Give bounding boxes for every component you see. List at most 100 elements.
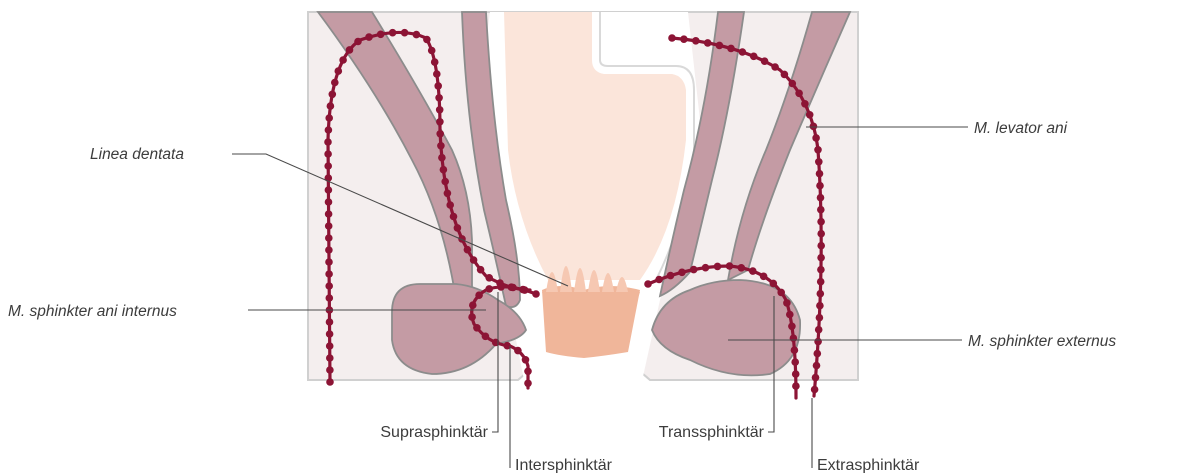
fistula-bead [436, 130, 444, 138]
fistula-bead [469, 301, 477, 309]
fistula-bead [339, 56, 347, 64]
fistula-bead [389, 29, 397, 37]
fistula-bead [446, 201, 454, 209]
fistula-bead [413, 31, 421, 39]
fistula-bead [482, 333, 490, 341]
fistula-bead [792, 370, 800, 378]
fistula-bead [816, 314, 824, 322]
fistula-bead [325, 282, 333, 290]
fistula-bead [454, 224, 462, 232]
fistula-bead [365, 33, 373, 41]
fistula-bead [326, 354, 334, 362]
fistula-bead [324, 162, 332, 170]
fistula-bead [329, 91, 337, 99]
fistula-bead [325, 258, 333, 266]
fistula-bead [714, 263, 722, 271]
fistula-bead [325, 222, 333, 230]
fistula-bead [817, 218, 825, 226]
fistula-bead [325, 114, 333, 122]
fistula-bead [324, 150, 332, 158]
fistula-bead [423, 36, 431, 44]
fistula-bead [435, 94, 443, 102]
fistula-bead [434, 82, 442, 90]
fistula-bead [377, 31, 385, 39]
fistula-bead [792, 382, 800, 390]
fistula-bead [810, 123, 818, 131]
fistula-bead [786, 311, 794, 319]
fistula-bead [441, 178, 449, 186]
fistula-bead [450, 213, 458, 221]
fistula-bead [817, 290, 825, 298]
fistula-bead [750, 53, 758, 61]
fistula-bead [739, 48, 747, 56]
fistula-bead [354, 38, 362, 46]
fistula-bead [326, 294, 334, 302]
fistula-bead [346, 46, 354, 54]
fistula-bead [761, 57, 769, 65]
fistula-bead [325, 126, 333, 134]
fistula-bead [749, 267, 757, 275]
fistula-bead [464, 246, 472, 254]
fistula-bead [806, 111, 814, 119]
fistula-bead [497, 283, 505, 291]
fistula-bead [326, 342, 334, 350]
fistula-bead [817, 278, 825, 286]
fistula-bead [428, 47, 436, 55]
fistula-bead [777, 289, 785, 297]
label-transsphincteric: Transsphinktär [659, 424, 765, 441]
fistula-bead [817, 266, 825, 274]
fistula-bead [815, 158, 823, 166]
fistula-bead [325, 210, 333, 218]
fistula-bead [680, 35, 688, 43]
fistula-bead [812, 134, 820, 142]
fistula-bead [817, 230, 825, 238]
fistula-bead [790, 334, 798, 342]
fistula-bead [702, 264, 710, 272]
fistula-bead [817, 194, 825, 202]
fistula-bead [436, 106, 444, 114]
fistula-bead [485, 274, 493, 282]
label-intersphincteric: Intersphinktär [515, 457, 613, 473]
fistula-bead [788, 323, 796, 331]
fistula-bead [811, 386, 819, 394]
fistula-bead [438, 154, 446, 162]
fistula-bead [716, 42, 724, 50]
fistula-bead [678, 269, 686, 277]
fistula-bead [771, 63, 779, 71]
fistula-bead [325, 198, 333, 206]
fistula-bead [817, 254, 825, 262]
fistula-bead [325, 234, 333, 242]
fistula-bead [816, 170, 824, 178]
fistula-bead [783, 299, 791, 307]
fistula-bead [470, 256, 478, 264]
label-sphincter-internus: M. sphinkter ani internus [8, 303, 177, 320]
fistula-bead [814, 146, 822, 154]
fistula-bead [524, 368, 532, 376]
fistula-bead [813, 362, 821, 370]
fistula-bead [668, 34, 676, 42]
fistula-bead [326, 318, 334, 326]
fistula-bead [801, 100, 809, 108]
label-linea-dentata: Linea dentata [90, 146, 184, 163]
fistula-bead [524, 380, 532, 388]
fistula-bead [816, 302, 824, 310]
fistula-bead [477, 266, 485, 274]
fistula-bead [781, 71, 789, 79]
fistula-bead [326, 330, 334, 338]
fistula-bead [791, 358, 799, 366]
fistula-bead [326, 378, 334, 386]
fistula-bead [444, 190, 452, 198]
fistula-bead [795, 90, 803, 98]
fistula-bead [325, 270, 333, 278]
fistula-bead [437, 142, 445, 150]
fistula-bead [485, 285, 493, 293]
fistula-bead [521, 286, 529, 294]
fistula-bead [335, 67, 343, 75]
label-extrasphincteric: Extrasphinktär [817, 457, 920, 473]
label-levator-ani: M. levator ani [974, 120, 1068, 137]
fistula-bead [325, 246, 333, 254]
fistula-bead [791, 346, 799, 354]
fistula-bead [326, 366, 334, 374]
fistula-bead [817, 206, 825, 214]
